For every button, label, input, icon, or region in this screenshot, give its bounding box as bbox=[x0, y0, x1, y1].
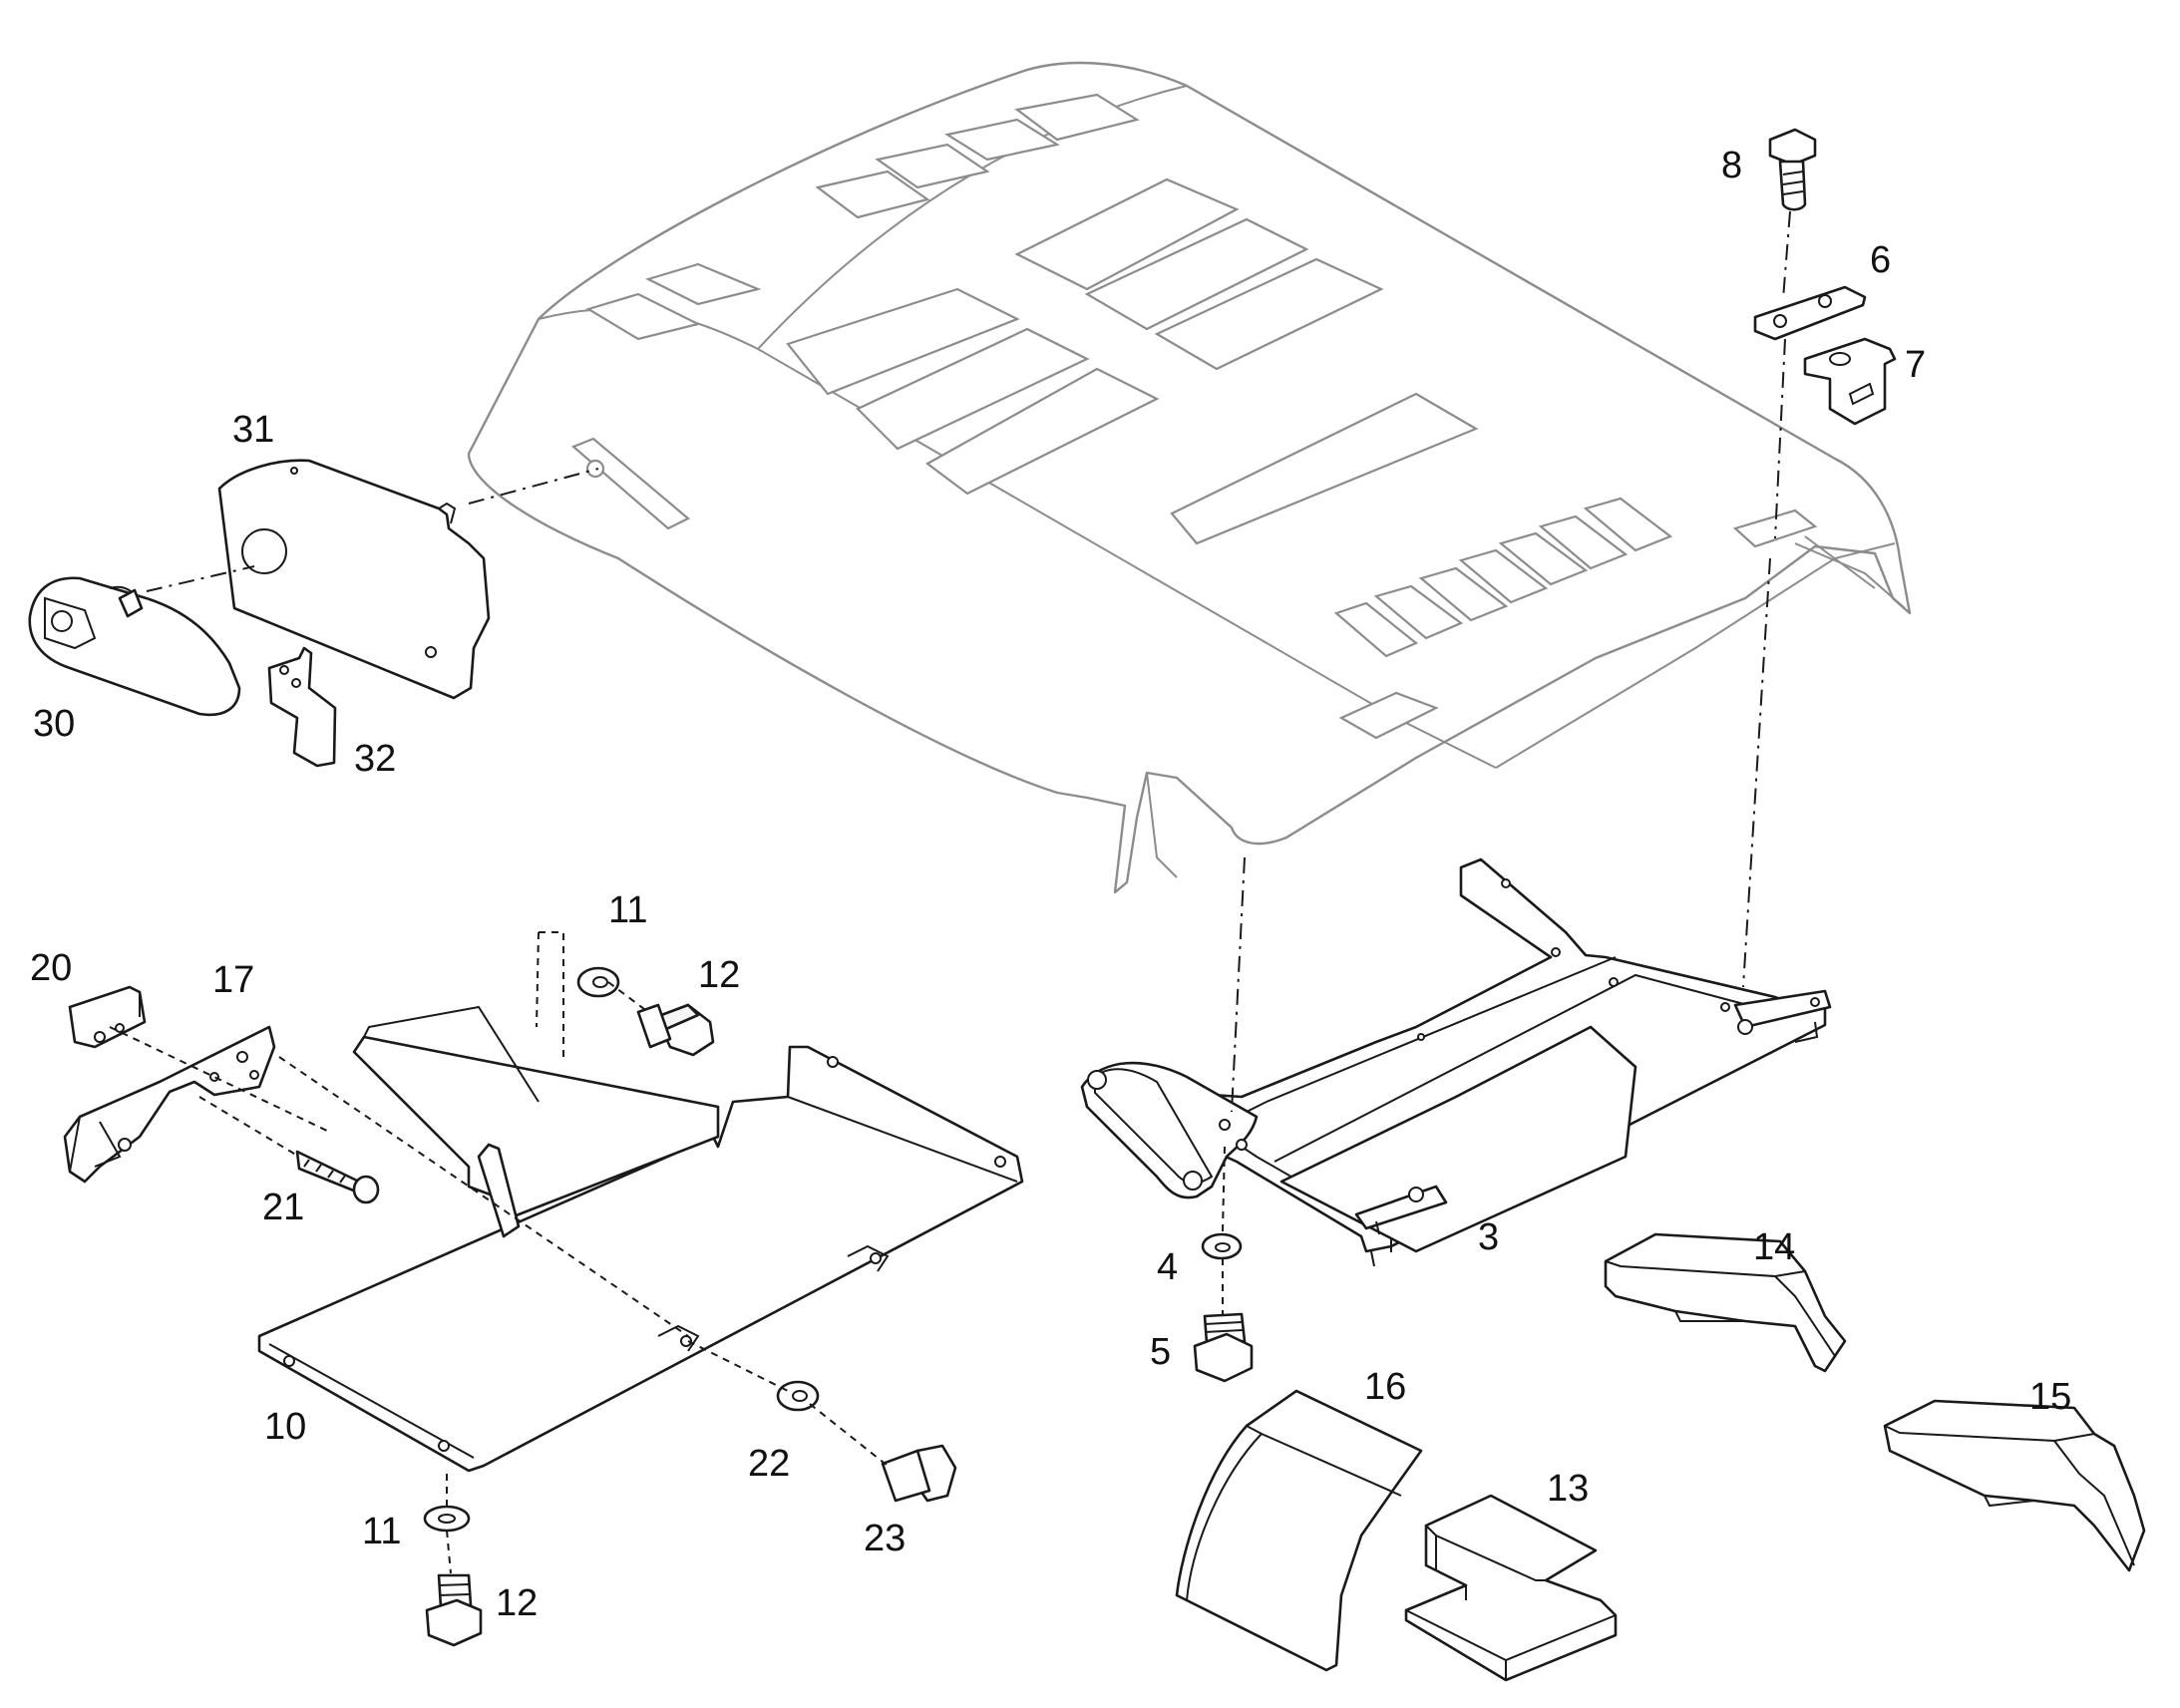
plate-6 bbox=[1753, 285, 1867, 341]
support-bracket-17 bbox=[63, 1025, 276, 1184]
callout-20: 20 bbox=[30, 947, 72, 989]
callout-30: 30 bbox=[33, 703, 75, 745]
callout-8: 8 bbox=[1721, 145, 1742, 186]
callout-10: 10 bbox=[264, 1406, 306, 1448]
callout-7: 7 bbox=[1905, 344, 1926, 386]
latch-block-20 bbox=[68, 985, 147, 1049]
callout-5: 5 bbox=[1150, 1331, 1171, 1373]
assembly-guide-lines bbox=[109, 210, 1791, 1574]
pad-15 bbox=[1883, 1399, 2146, 1572]
bracket-7 bbox=[1803, 337, 1897, 426]
callout-21: 21 bbox=[262, 1187, 304, 1228]
callout-12-top: 12 bbox=[698, 954, 740, 996]
washer-22 bbox=[776, 1380, 820, 1412]
callout-12-bottom: 12 bbox=[496, 1582, 538, 1624]
roof-panel bbox=[467, 61, 1912, 894]
callout-labels: 3 4 5 6 7 8 10 11 11 12 12 13 14 15 16 1… bbox=[30, 145, 2071, 1624]
callout-3: 3 bbox=[1478, 1216, 1499, 1258]
washer-4 bbox=[1201, 1232, 1243, 1260]
pad-16 bbox=[1175, 1389, 1423, 1672]
callout-4: 4 bbox=[1157, 1246, 1178, 1288]
handle-bracket bbox=[267, 646, 337, 768]
callout-32: 32 bbox=[354, 738, 396, 780]
pin-21 bbox=[295, 1150, 380, 1204]
bolt-12-top bbox=[636, 1003, 715, 1057]
pad-13 bbox=[1404, 1494, 1618, 1682]
callout-15: 15 bbox=[2029, 1376, 2071, 1418]
callout-16: 16 bbox=[1364, 1366, 1406, 1408]
callout-17: 17 bbox=[212, 959, 254, 1001]
skid-plate bbox=[257, 1005, 1024, 1473]
callout-22: 22 bbox=[748, 1443, 790, 1485]
washer-11-bottom bbox=[423, 1505, 471, 1533]
callout-31: 31 bbox=[232, 409, 274, 451]
callout-13: 13 bbox=[1547, 1468, 1589, 1510]
callout-23: 23 bbox=[864, 1518, 906, 1559]
bolt-8 bbox=[1768, 128, 1817, 211]
handle-cover-plate bbox=[217, 459, 491, 700]
callout-11-bottom: 11 bbox=[362, 1511, 401, 1552]
mounting-frame bbox=[1080, 857, 1832, 1267]
bolt-12-bottom bbox=[425, 1573, 483, 1647]
bolt-23 bbox=[881, 1444, 957, 1503]
bolt-5 bbox=[1193, 1312, 1254, 1383]
callout-14: 14 bbox=[1753, 1226, 1795, 1268]
callout-6: 6 bbox=[1870, 239, 1891, 281]
callout-11-top: 11 bbox=[608, 889, 647, 931]
pad-14 bbox=[1604, 1232, 1847, 1373]
door-handle bbox=[28, 576, 241, 717]
washer-11-top bbox=[576, 966, 620, 998]
